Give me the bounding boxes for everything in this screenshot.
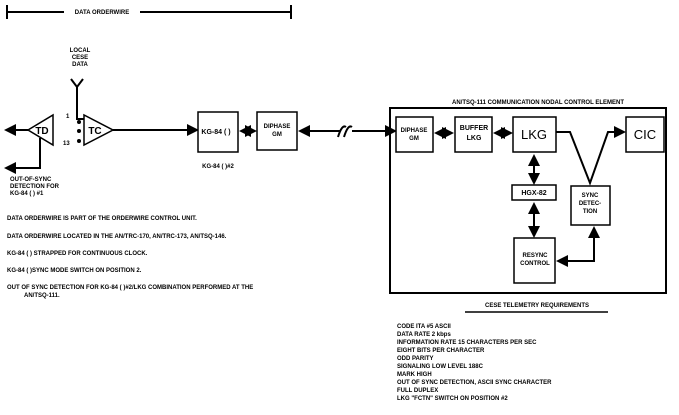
svg-text:CIC: CIC xyxy=(634,127,656,142)
svg-text:KG-84 ( ) STRAPPED FOR CONTINU: KG-84 ( ) STRAPPED FOR CONTINUOUS CLOCK. xyxy=(7,251,148,257)
buffer-lkg-box: BUFFER LKG xyxy=(454,116,493,153)
local-cese-data: LOCAL CESE DATA xyxy=(70,48,91,120)
link-break-icon xyxy=(337,125,353,138)
svg-text:INFORMATION RATE 15 CHARACTERS: INFORMATION RATE 15 CHARACTERS PER SEC xyxy=(397,340,537,346)
svg-text:SIGNALING LOW LEVEL 188C: SIGNALING LOW LEVEL 188C xyxy=(397,364,484,370)
svg-text:DETECTION FOR: DETECTION FOR xyxy=(10,184,60,190)
svg-text:KG-84 ( ) #1: KG-84 ( ) #1 xyxy=(10,191,44,197)
svg-text:LKG: LKG xyxy=(467,135,482,142)
svg-text:CONTROL: CONTROL xyxy=(520,261,550,267)
data-orderwire-bracket: DATA ORDERWIRE xyxy=(6,5,292,19)
svg-text:DATA ORDERWIRE IS PART OF THE: DATA ORDERWIRE IS PART OF THE ORDERWIRE … xyxy=(7,216,197,222)
svg-text:EIGHT BITS PER CHARACTER: EIGHT BITS PER CHARACTER xyxy=(397,348,485,354)
svg-text:TD: TD xyxy=(35,126,48,137)
svg-text:DATA: DATA xyxy=(72,62,88,68)
bracket-label: DATA ORDERWIRE xyxy=(75,10,129,16)
svg-text:DATA ORDERWIRE LOCATED IN THE: DATA ORDERWIRE LOCATED IN THE AN/TRC-170… xyxy=(7,234,227,240)
svg-text:DATA RATE 2 kbps: DATA RATE 2 kbps xyxy=(397,332,451,338)
svg-text:OUT-OF-SYNC: OUT-OF-SYNC xyxy=(10,177,52,183)
svg-text:CODE ITA #5 ASCII: CODE ITA #5 ASCII xyxy=(397,324,451,330)
kg84-caption: KG-84 ( )#2 xyxy=(202,164,234,170)
svg-text:KG-84 ( )SYNC MODE SWITCH ON P: KG-84 ( )SYNC MODE SWITCH ON POSITION 2. xyxy=(7,268,142,274)
telemetry-requirements: CESE TELEMETRY REQUIREMENTS CODE ITA #5 … xyxy=(397,303,608,402)
svg-text:GM: GM xyxy=(409,136,419,142)
hgx82-box: HGX-82 xyxy=(511,184,557,201)
svg-text:OUT OF SYNC DETECTION, ASCII S: OUT OF SYNC DETECTION, ASCII SYNC CHARAC… xyxy=(397,380,552,386)
svg-text:FULL DUPLEX: FULL DUPLEX xyxy=(397,388,438,394)
svg-text:CESE: CESE xyxy=(72,55,88,61)
svg-text:LKG: LKG xyxy=(521,127,547,142)
element-diphase-box: DIPHASE GM xyxy=(395,116,434,153)
svg-text:HGX-82: HGX-82 xyxy=(521,190,546,197)
element-title: AN/TSQ-111 COMMUNICATION NODAL CONTROL E… xyxy=(452,100,624,106)
sync-path xyxy=(556,126,626,186)
pin-dot xyxy=(77,120,81,124)
out-of-sync-label: OUT-OF-SYNC DETECTION FOR KG-84 ( ) #1 xyxy=(10,177,60,197)
svg-text:KG-84 ( ): KG-84 ( ) xyxy=(201,129,230,136)
diphase-gm-box: DIPHASE GM xyxy=(256,111,298,151)
pin-1-label: 1 xyxy=(66,114,70,120)
nodal-control-element xyxy=(389,107,667,294)
pin-13-label: 13 xyxy=(63,141,70,147)
cic-box: CIC xyxy=(625,116,665,153)
svg-text:DIPHASE: DIPHASE xyxy=(264,124,291,130)
svg-text:LOCAL: LOCAL xyxy=(70,48,91,54)
svg-text:CESE TELEMETRY REQUIREMENTS: CESE TELEMETRY REQUIREMENTS xyxy=(485,303,589,309)
svg-text:DETEC-: DETEC- xyxy=(579,201,601,207)
svg-text:LKG "FCTN" SWITCH ON POSITION: LKG "FCTN" SWITCH ON POSITION #2 xyxy=(397,396,508,402)
svg-text:MARK HIGH: MARK HIGH xyxy=(397,372,432,378)
svg-text:AN/TSQ-111.: AN/TSQ-111. xyxy=(24,293,60,299)
svg-text:RESYNC: RESYNC xyxy=(522,253,548,259)
kg84-box: KG-84 ( ) KG-84 ( )#2 xyxy=(197,111,239,170)
antenna-icon xyxy=(70,78,84,120)
sync-detection-box: SYNC DETEC- TION xyxy=(570,185,611,226)
lkg-box: LKG xyxy=(512,116,557,153)
svg-text:GM: GM xyxy=(272,132,282,138)
notes: DATA ORDERWIRE IS PART OF THE ORDERWIRE … xyxy=(7,216,253,299)
pin-dot xyxy=(77,139,81,143)
svg-text:SYNC: SYNC xyxy=(582,193,599,199)
svg-text:OUT OF SYNC DETECTION FOR KG-8: OUT OF SYNC DETECTION FOR KG-84 ( )#2/LK… xyxy=(7,285,253,291)
svg-text:BUFFER: BUFFER xyxy=(460,125,488,132)
svg-text:ODD PARITY: ODD PARITY xyxy=(397,356,434,362)
svg-text:TION: TION xyxy=(583,209,597,215)
resync-control-box: RESYNC CONTROL xyxy=(513,237,556,284)
tc-amplifier: TC xyxy=(83,113,115,147)
pin-dot xyxy=(77,129,81,133)
td-amplifier: TD xyxy=(4,113,54,174)
svg-text:DIPHASE: DIPHASE xyxy=(401,128,428,134)
svg-text:TC: TC xyxy=(88,126,101,137)
